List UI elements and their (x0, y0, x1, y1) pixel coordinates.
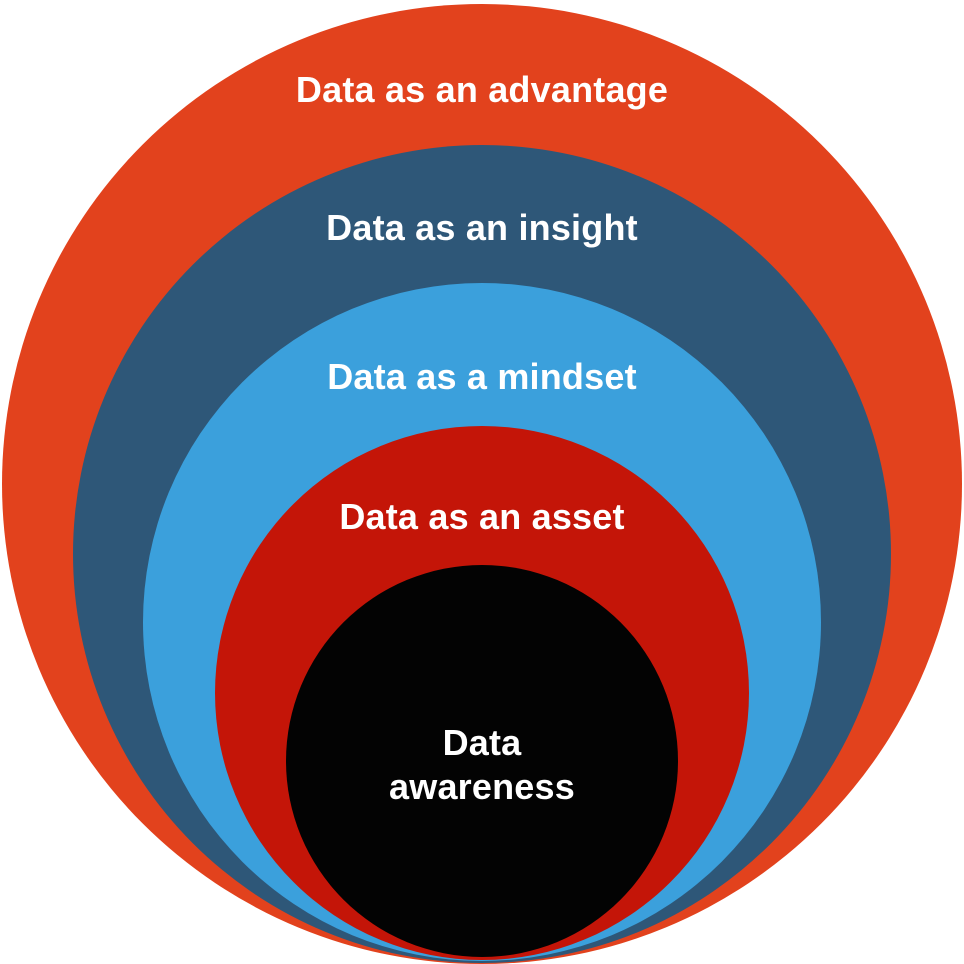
circle-data-awareness (286, 565, 678, 957)
label-data-as-an-asset: Data as an asset (339, 496, 625, 537)
label-data-as-a-mindset: Data as a mindset (327, 356, 637, 397)
label-data-as-an-advantage: Data as an advantage (295, 69, 669, 110)
label-data-awareness: Data awareness (389, 722, 575, 807)
label-data-as-an-insight: Data as an insight (326, 207, 638, 248)
